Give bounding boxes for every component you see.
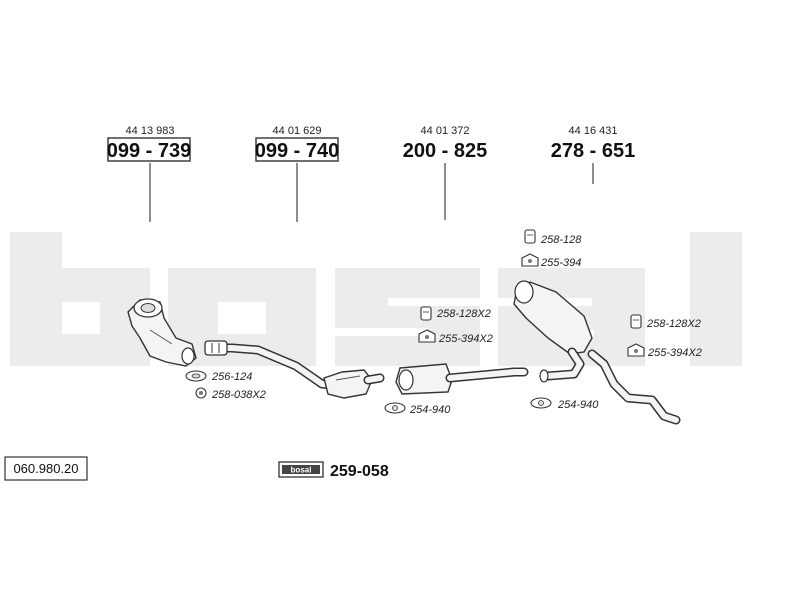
accessory-label-6: 258-128 — [540, 234, 582, 246]
clamp-icon — [420, 306, 432, 321]
rear-silencer-drawing[interactable] — [513, 280, 681, 425]
document-code: 060.980.20 — [4, 456, 88, 481]
accessory-clamp-258-128x2-rear[interactable]: 258-128X2 — [630, 314, 701, 330]
front-pipe-drawing[interactable] — [127, 298, 197, 367]
catalytic-pipe-drawing[interactable] — [204, 340, 385, 399]
accessory-clamp-258-128x2-middle[interactable]: 258-128X2 — [420, 306, 491, 321]
accessory-label-1: 256-124 — [211, 371, 252, 383]
part-number-2: 099 - 740 — [255, 140, 340, 162]
accessory-gasket-256-124[interactable]: 256-124 — [185, 370, 252, 383]
accessory-gasket-254-940-middle[interactable]: 254-940 — [384, 402, 451, 416]
part-callout-3[interactable]: 44 01 372 200 - 825 — [403, 125, 488, 220]
part-number-1: 099 - 739 — [107, 140, 192, 162]
accessory-label-2: 258-038X2 — [211, 389, 266, 401]
bosal-badge-text: bosal — [291, 466, 312, 475]
part-callout-4[interactable]: 44 16 431 278 - 651 — [551, 125, 636, 184]
accessory-label-10: 254-940 — [557, 399, 599, 411]
clamp-icon — [524, 229, 536, 244]
accessory-mount-255-394x2-rear[interactable]: 255-394X2 — [627, 343, 702, 359]
middle-silencer-drawing[interactable] — [395, 363, 529, 395]
part-ref-4: 44 16 431 — [569, 125, 618, 137]
accessory-label-8: 258-128X2 — [646, 318, 701, 330]
part-number-4: 278 - 651 — [551, 140, 636, 162]
kit-number: 259-058 — [330, 463, 389, 480]
accessory-gasket-254-940-rear[interactable]: 254-940 — [530, 397, 599, 411]
document-code-text: 060.980.20 — [13, 461, 78, 476]
part-number-3: 200 - 825 — [403, 140, 488, 162]
accessory-label-9: 255-394X2 — [647, 347, 702, 359]
accessory-mount-255-394x2-middle[interactable]: 255-394X2 — [418, 329, 493, 345]
part-ref-1: 44 13 983 — [126, 125, 175, 137]
part-callout-1[interactable]: 44 13 983 099 - 739 — [107, 125, 192, 222]
accessory-label-3: 258-128X2 — [436, 308, 491, 320]
part-ref-3: 44 01 372 — [421, 125, 470, 137]
accessory-label-5: 254-940 — [409, 404, 451, 416]
accessory-label-7: 255-394 — [540, 257, 581, 269]
part-callout-2[interactable]: 44 01 629 099 - 740 — [255, 125, 340, 222]
part-number-box-2 — [255, 137, 339, 162]
accessory-label-4: 255-394X2 — [438, 333, 493, 345]
mounting-kit[interactable]: bosal 259-058 — [278, 461, 389, 480]
part-ref-2: 44 01 629 — [273, 125, 322, 137]
clamp-icon — [630, 314, 642, 329]
accessory-clamp-258-128-rear[interactable]: 258-128 — [524, 229, 582, 246]
accessory-mount-255-394-rear[interactable]: 255-394 — [521, 253, 581, 269]
part-number-box-1 — [107, 137, 191, 162]
accessory-nut-258-038[interactable]: 258-038X2 — [195, 387, 266, 401]
